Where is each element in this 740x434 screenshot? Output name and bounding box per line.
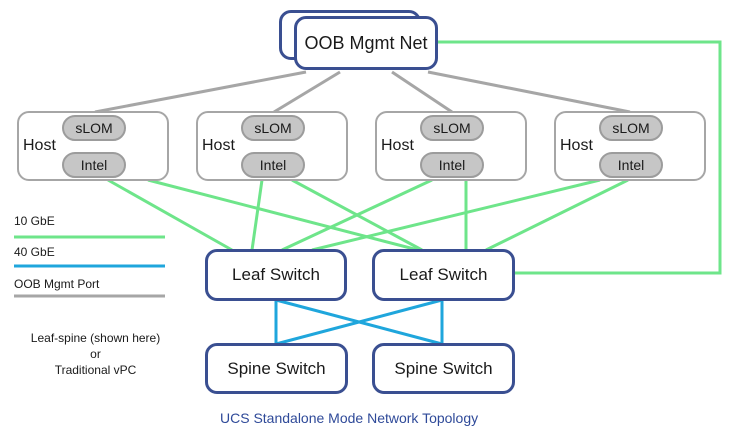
slom-port: sLOM <box>62 115 126 141</box>
legend-label-oob: OOB Mgmt Port <box>14 277 100 291</box>
link-host4-leaf1 <box>311 178 601 252</box>
topology-note: Leaf-spine (shown here) or Traditional v… <box>8 330 183 378</box>
slom-port: sLOM <box>241 115 305 141</box>
host-box: Host sLOM Intel <box>196 111 348 181</box>
oob-link-host-3 <box>391 70 453 114</box>
host-box: Host sLOM Intel <box>554 111 706 181</box>
intel-nic: Intel <box>420 152 484 178</box>
leaf-switch-box: Leaf Switch <box>372 249 515 301</box>
oob-link-host-1 <box>94 70 307 114</box>
oob-mgmt-net-label: OOB Mgmt Net <box>304 32 428 53</box>
spine-switch-box: Spine Switch <box>372 343 515 394</box>
note-line-2: or <box>90 347 101 361</box>
link-host1-leaf1 <box>107 178 233 252</box>
intel-nic: Intel <box>241 152 305 178</box>
intel-nic: Intel <box>599 152 663 178</box>
legend-label-40gbe: 40 GbE <box>14 245 55 259</box>
legend-label-10gbe: 10 GbE <box>14 214 55 228</box>
link-host2-leaf1 <box>250 179 264 251</box>
note-line-3: Traditional vPC <box>54 363 137 377</box>
host-label: Host <box>23 137 56 154</box>
link-host4-leaf2 <box>485 178 629 252</box>
oob-mgmt-net-box: OOB Mgmt Net <box>294 16 438 70</box>
host-box: Host sLOM Intel <box>375 111 527 181</box>
oob-link-host-2 <box>273 70 341 114</box>
leaf-switch-box: Leaf Switch <box>205 249 347 301</box>
link-leaf2-spine1 <box>275 298 443 346</box>
host-label: Host <box>560 137 593 154</box>
slom-port: sLOM <box>420 115 484 141</box>
note-line-1: Leaf-spine (shown here) <box>30 331 161 345</box>
leaf-switch-label: Leaf Switch <box>232 265 320 284</box>
spine-switch-box: Spine Switch <box>205 343 348 394</box>
intel-nic: Intel <box>62 152 126 178</box>
host-label: Host <box>202 137 235 154</box>
host-label: Host <box>381 137 414 154</box>
oob-link-host-4 <box>427 70 631 114</box>
diagram-caption: UCS Standalone Mode Network Topology <box>220 410 479 426</box>
spine-switch-label: Spine Switch <box>227 358 326 378</box>
link-host3-leaf1 <box>281 178 433 252</box>
link-host1-leaf2 <box>147 178 419 252</box>
slom-port: sLOM <box>599 115 663 141</box>
host-box: Host sLOM Intel <box>17 111 169 181</box>
leaf-switch-label: Leaf Switch <box>399 265 488 284</box>
spine-switch-label: Spine Switch <box>394 358 493 378</box>
oob-link-leaf-switch <box>438 40 722 275</box>
